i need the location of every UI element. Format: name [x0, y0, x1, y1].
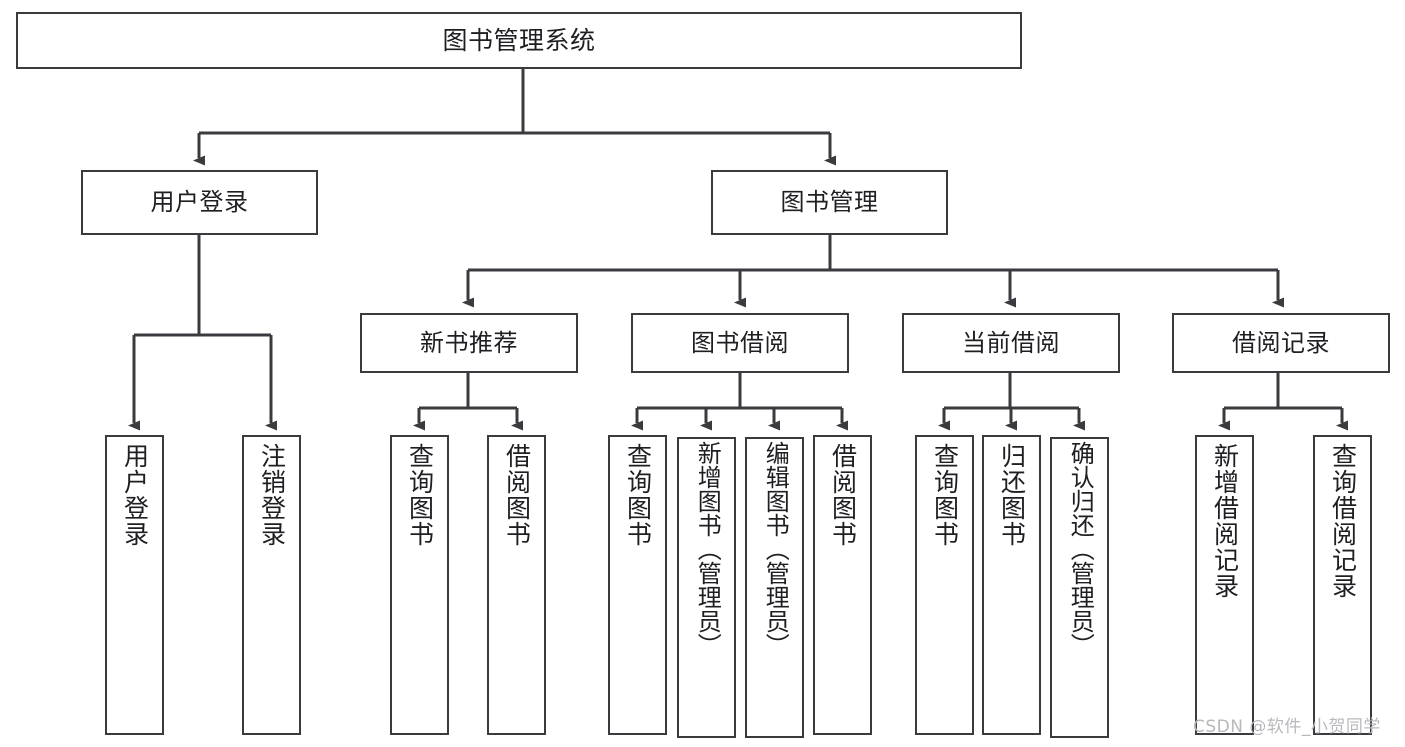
- leaf-label: 用户登录: [120, 443, 150, 547]
- node-book-management[interactable]: 图书管理: [711, 170, 948, 235]
- leaf-add-borrow-record[interactable]: 新增借阅记录: [1195, 435, 1254, 735]
- node-label: 新书推荐: [420, 328, 518, 357]
- node-label: 图书借阅: [691, 328, 789, 357]
- leaf-borrow-book[interactable]: 借阅图书: [813, 435, 872, 735]
- leaf-label: 新增图书（管理员）: [693, 441, 722, 657]
- node-new-book-recommend[interactable]: 新书推荐: [360, 313, 578, 373]
- leaf-label: 查询借阅记录: [1328, 443, 1358, 599]
- node-user-login[interactable]: 用户登录: [81, 170, 318, 235]
- leaf-user-login[interactable]: 用户登录: [105, 435, 164, 735]
- leaf-query-book-current[interactable]: 查询图书: [915, 435, 974, 735]
- leaf-query-book-borrow[interactable]: 查询图书: [608, 435, 667, 735]
- node-label: 当前借阅: [962, 328, 1060, 357]
- leaf-label: 确认归还（管理员）: [1066, 441, 1095, 657]
- leaf-query-borrow-record[interactable]: 查询借阅记录: [1313, 435, 1372, 735]
- node-label: 图书管理: [780, 188, 879, 217]
- leaf-borrow-book-recommend[interactable]: 借阅图书: [487, 435, 546, 735]
- leaf-label: 新增借阅记录: [1210, 443, 1240, 599]
- leaf-label: 查询图书: [930, 443, 960, 547]
- leaf-query-book-recommend[interactable]: 查询图书: [390, 435, 449, 735]
- leaf-label: 编辑图书（管理员）: [761, 441, 790, 657]
- node-borrow-record[interactable]: 借阅记录: [1172, 313, 1390, 373]
- node-book-borrow[interactable]: 图书借阅: [631, 313, 849, 373]
- leaf-label: 借阅图书: [502, 443, 532, 547]
- leaf-label: 归还图书: [997, 443, 1027, 547]
- leaf-edit-book-admin[interactable]: 编辑图书（管理员）: [745, 437, 804, 738]
- node-label: 用户登录: [150, 188, 249, 217]
- node-root-system[interactable]: 图书管理系统: [16, 12, 1022, 69]
- leaf-label: 注销登录: [257, 443, 287, 547]
- leaf-add-book-admin[interactable]: 新增图书（管理员）: [677, 437, 736, 738]
- leaf-return-book[interactable]: 归还图书: [982, 435, 1041, 735]
- node-current-borrow[interactable]: 当前借阅: [902, 313, 1120, 373]
- csdn-watermark: CSDN @软件_小贺同学: [1193, 717, 1381, 737]
- leaf-label: 借阅图书: [828, 443, 858, 547]
- leaf-confirm-return-admin[interactable]: 确认归还（管理员）: [1050, 437, 1109, 738]
- leaf-label: 查询图书: [405, 443, 435, 547]
- leaf-label: 查询图书: [623, 443, 653, 547]
- node-label: 图书管理系统: [442, 25, 596, 55]
- node-label: 借阅记录: [1232, 328, 1330, 357]
- leaf-logout[interactable]: 注销登录: [242, 435, 301, 735]
